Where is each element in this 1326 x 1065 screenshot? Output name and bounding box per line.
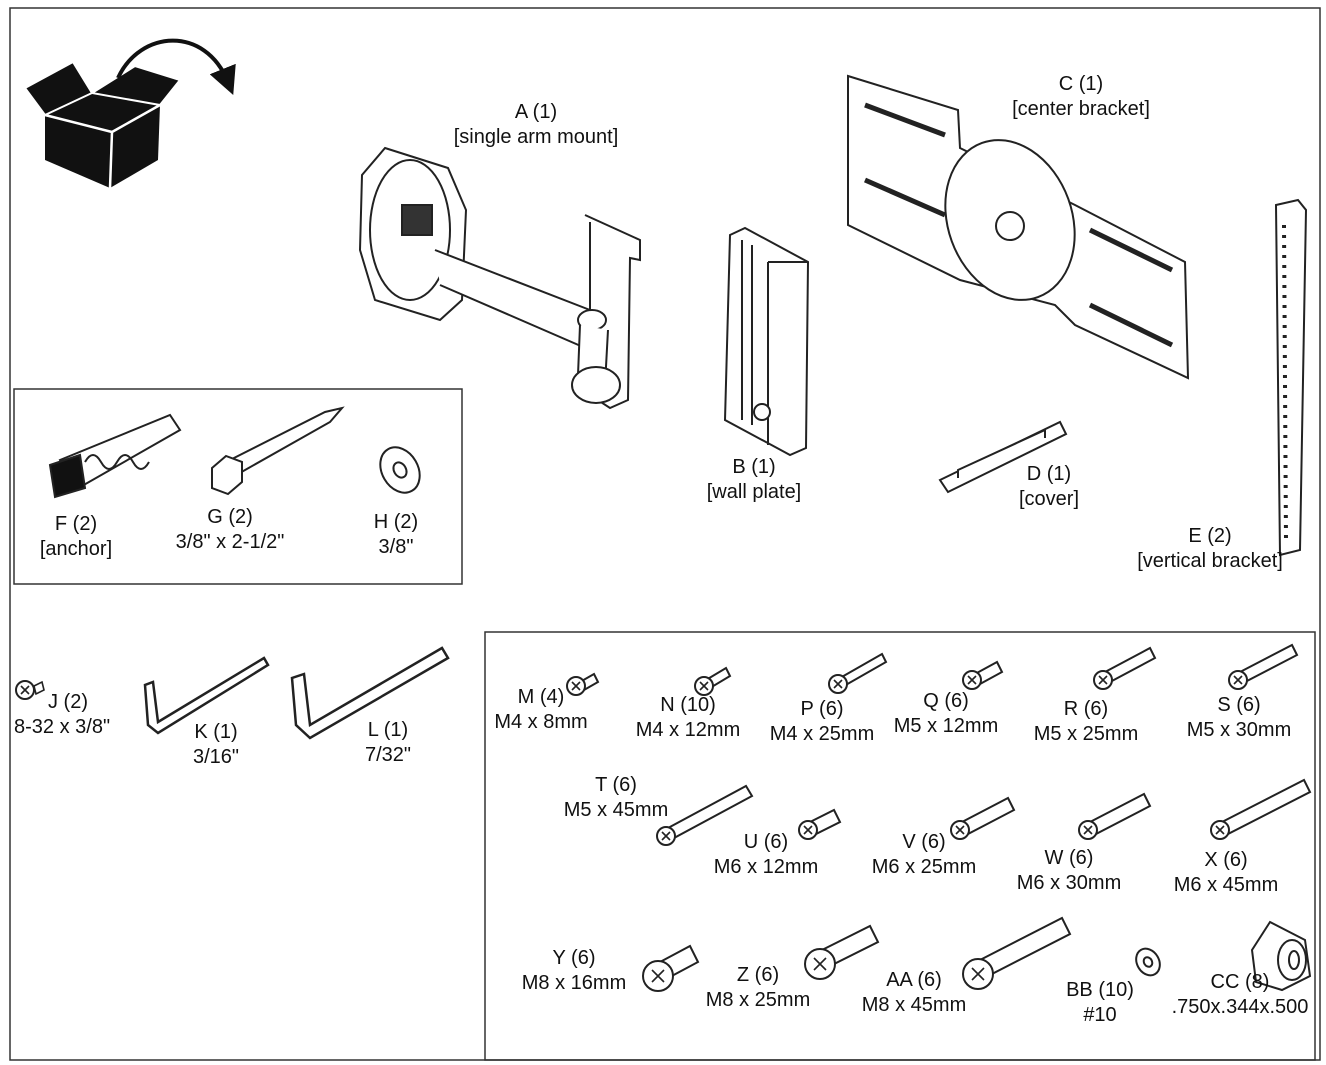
label-part-f: F (2)[anchor] (39, 513, 113, 560)
anchor-kit-frame (13, 388, 463, 585)
screw-v-drawing (950, 796, 1016, 840)
label-part-z: Z (6)M8 x 25mm (705, 964, 811, 1011)
label-part-p: P (6)M4 x 25mm (769, 698, 875, 745)
unpack-box-icon (23, 60, 182, 189)
label-part-u: U (6)M6 x 12mm (713, 831, 819, 878)
label-part-h: H (2)3/8" (373, 511, 419, 558)
washer-drawing (379, 446, 421, 494)
screw-j-drawing (15, 680, 45, 700)
label-part-x: X (6)M6 x 45mm (1173, 849, 1279, 896)
label-part-cc: CC (8).750x.344x.500 (1171, 971, 1309, 1018)
screw-aa-drawing (962, 916, 1072, 990)
hex-key-k-drawing (143, 656, 270, 735)
label-part-m: M (4)M4 x 8mm (494, 686, 588, 733)
label-part-c: C (1)[center bracket] (1012, 73, 1150, 120)
label-part-e: E (2)[vertical bracket] (1137, 525, 1283, 572)
label-part-k: K (1)3/16" (192, 721, 240, 768)
label-part-q: Q (6)M5 x 12mm (893, 690, 999, 737)
screw-y-drawing (642, 944, 700, 992)
bolt-drawing (211, 406, 345, 496)
label-part-bb: BB (10)#10 (1066, 979, 1134, 1026)
label-part-l: L (1)7/32" (364, 719, 412, 766)
screw-t-drawing (656, 784, 754, 846)
label-part-j: J (2)8-32 x 3/8" (14, 691, 111, 738)
anchor-drawing (48, 413, 182, 499)
label-part-w: W (6)M6 x 30mm (1016, 847, 1122, 894)
label-part-g: G (2)3/8" x 2-1/2" (175, 506, 285, 553)
label-part-aa: AA (6)M8 x 45mm (861, 969, 967, 1016)
label-part-b: B (1)[wall plate] (706, 456, 802, 503)
center-bracket-drawing (847, 74, 1190, 380)
label-part-y: Y (6)M8 x 16mm (521, 947, 627, 994)
hex-key-l-drawing (290, 646, 450, 740)
screw-r-drawing (1093, 646, 1157, 690)
screw-s-drawing (1228, 643, 1299, 690)
washer-bb-drawing (1135, 947, 1161, 977)
cover-drawing (938, 420, 1068, 494)
label-part-a: A (1)[single arm mount] (453, 101, 619, 148)
vertical-bracket-drawing (1274, 198, 1308, 557)
label-part-d: D (1)[cover] (1018, 463, 1080, 510)
screw-n-drawing (694, 666, 732, 696)
label-part-n: N (10)M4 x 12mm (635, 694, 741, 741)
screw-p-drawing (828, 652, 888, 694)
screw-w-drawing (1078, 792, 1152, 840)
label-part-t: T (6)M5 x 45mm (563, 774, 669, 821)
label-part-r: R (6)M5 x 25mm (1033, 698, 1139, 745)
spacer-cc-drawing (1250, 920, 1312, 992)
screw-x-drawing (1210, 778, 1312, 840)
hardware-frame (484, 631, 1316, 1061)
single-arm-mount-drawing (358, 146, 641, 410)
wall-plate-drawing (723, 226, 810, 457)
label-part-v: V (6)M6 x 25mm (871, 831, 977, 878)
label-part-s: S (6)M5 x 30mm (1186, 694, 1292, 741)
screw-u-drawing (798, 808, 842, 840)
screw-z-drawing (804, 924, 880, 980)
screw-m-drawing (566, 672, 600, 696)
curved-arrow-icon (116, 38, 236, 95)
screw-q-drawing (962, 660, 1004, 690)
